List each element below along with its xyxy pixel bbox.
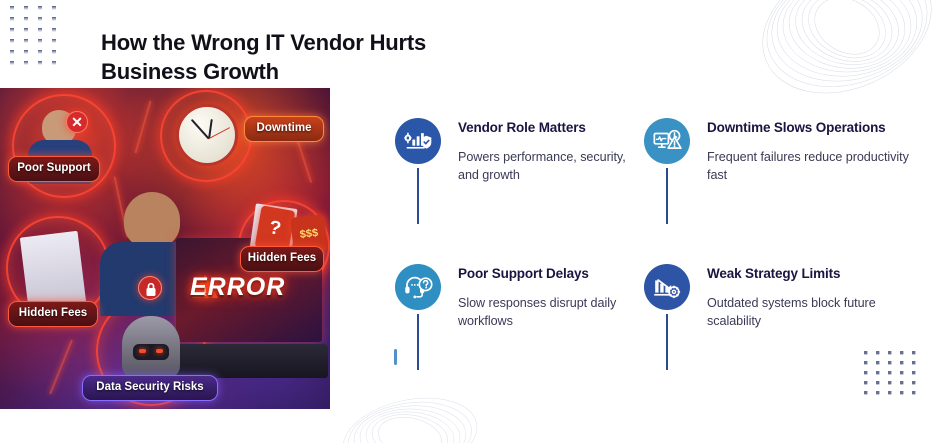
feature-description: Slow responses disrupt daily workflows [458,295,617,328]
lightning-bolt [134,100,152,154]
invoice-paper [19,230,87,310]
hacker-eye-right [156,349,163,353]
connector-line [417,168,419,224]
label-poor-support: Poor Support [8,156,100,182]
connector-line [417,314,419,370]
feature-item-downtime-slows-operations: Downtime Slows Operations Frequent failu… [644,118,925,264]
chart-shield-gear-icon [395,118,441,164]
badge-wrap [644,118,696,264]
feature-text: Weak Strategy Limits Outdated systems bl… [696,264,925,368]
feature-item-vendor-role-matters: Vendor Role Matters Powers performance, … [395,118,643,264]
feature-title: Vendor Role Matters [458,120,586,135]
lock-badge-icon [138,276,162,300]
label-data-security-risks: Data Security Risks [82,375,218,401]
label-hidden-fees-left: Hidden Fees [8,301,98,327]
clock-minute-hand [190,119,210,140]
badge-wrap [395,264,447,370]
feature-description: Outdated systems block future scalabilit… [707,295,876,328]
connector-line [666,314,668,370]
error-text: ERROR [190,273,286,301]
badge-wrap [644,264,696,370]
feature-item-weak-strategy-limits: Weak Strategy Limits Outdated systems bl… [644,264,925,370]
alarm-clock [176,104,238,166]
page-title: How the Wrong IT Vendor Hurts Business G… [101,30,427,85]
hero-illustration: ! ERROR ? $$$ ✕ Poor Support Downtime Hi… [0,88,330,409]
glow-ring-poor-support [12,94,116,198]
headset-question-icon [395,264,441,310]
label-downtime: Downtime [244,116,324,142]
x-mark-badge-icon: ✕ [66,111,88,133]
lightning-bolt [49,339,73,395]
label-hidden-fees-right: Hidden Fees [240,246,324,272]
feature-grid: Vendor Role Matters Powers performance, … [395,118,925,370]
badge-wrap [395,118,447,264]
feature-text: Poor Support Delays Slow responses disru… [447,264,643,368]
feature-title: Downtime Slows Operations [707,120,886,135]
feature-text: Downtime Slows Operations Frequent failu… [696,118,925,264]
laptop-keyboard [166,344,328,378]
hacker-eye-left [139,349,146,353]
dot-grid-decoration-top-left [10,6,56,65]
wireframe-swirl-decoration-bottom-center [342,397,478,443]
wireframe-ring-decoration-top-right [762,0,932,94]
feature-text: Vendor Role Matters Powers performance, … [447,118,643,264]
feature-description: Powers performance, security, and growth [458,149,626,182]
connector-line [666,168,668,224]
warning-triangle-icon [192,275,218,298]
warning-exclamation: ! [203,284,208,299]
monitor-warning-clock-icon [644,118,690,164]
feature-title: Weak Strategy Limits [707,266,841,281]
feature-description: Frequent failures reduce productivity fa… [707,149,909,182]
feature-title: Poor Support Delays [458,266,589,281]
stressed-man-head [124,192,180,248]
feature-item-poor-support-delays: Poor Support Delays Slow responses disru… [395,264,643,370]
clock-second-hand [208,127,231,140]
declining-chart-gear-icon [644,264,690,310]
hacker-face [133,344,169,360]
